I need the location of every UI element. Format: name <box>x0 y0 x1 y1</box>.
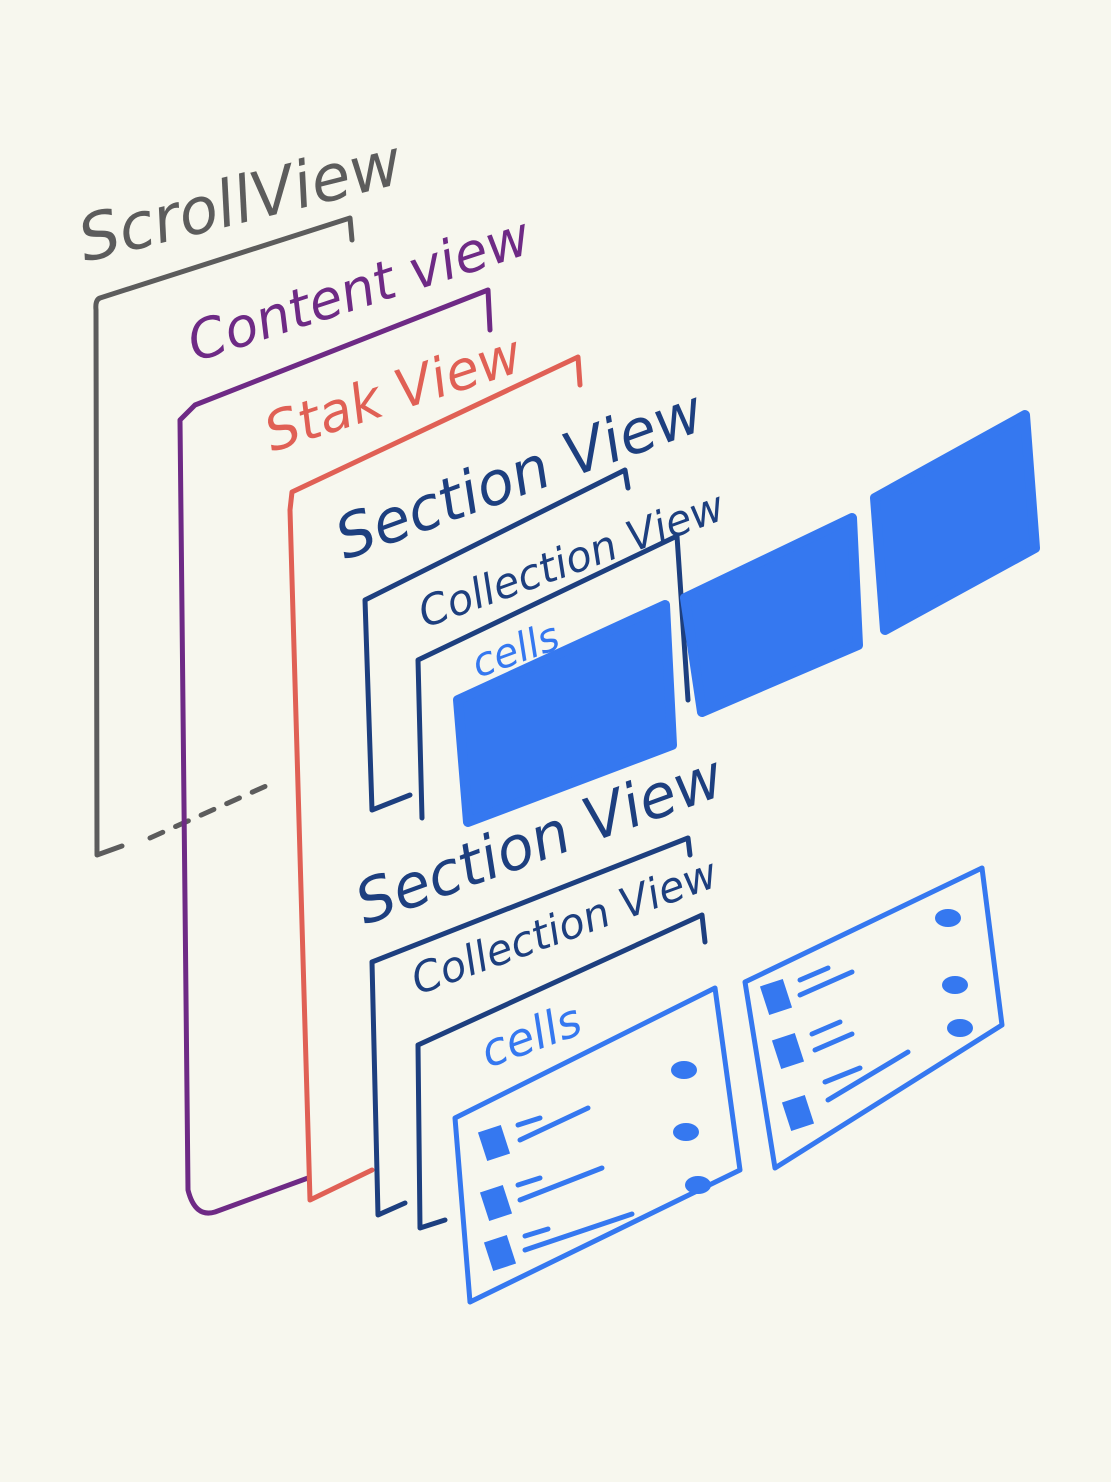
list-item-text <box>797 965 855 998</box>
cell-block-3 <box>870 410 1040 635</box>
cell-block-1 <box>453 600 677 827</box>
list-item-text <box>515 1105 591 1143</box>
list-item-icon <box>759 979 793 1015</box>
collection-view-1-frame <box>362 467 631 813</box>
list-item-icon <box>477 1125 511 1161</box>
list-item-text <box>515 1165 605 1203</box>
content-view-frame <box>177 287 493 1216</box>
section-view-2: Section View Collection View cells <box>346 741 1005 1305</box>
list-item-icon <box>483 1235 517 1271</box>
cell-card-2 <box>742 865 1005 1171</box>
list-item-dot <box>673 1123 699 1141</box>
scroll-view-dashed-edge <box>147 779 278 841</box>
cells-2-frame <box>415 912 708 1231</box>
cells-2-label: cells <box>473 992 588 1078</box>
list-item-text <box>522 1211 635 1253</box>
list-item-icon <box>771 1033 805 1069</box>
list-item-text <box>809 1019 855 1053</box>
list-item-icon <box>781 1095 815 1131</box>
list-item-dot <box>942 976 968 994</box>
list-item-icon <box>479 1185 513 1221</box>
stack-view-frame <box>287 354 583 1203</box>
collection-view-2-frame <box>369 835 693 1218</box>
list-item-text <box>822 1049 911 1103</box>
cell-card-2-frame <box>742 865 1005 1171</box>
list-item-dot <box>935 909 961 927</box>
scroll-view-layer: ScrollView <box>71 126 410 858</box>
list-item-dot <box>947 1019 973 1037</box>
scroll-view-frame <box>93 215 355 858</box>
list-item-dot <box>671 1061 697 1079</box>
list-item-dot <box>685 1176 711 1194</box>
cell-block-2 <box>680 513 863 717</box>
cells-1-frame <box>415 533 691 821</box>
cell-card-1 <box>452 985 743 1305</box>
cell-card-1-frame <box>452 985 743 1305</box>
